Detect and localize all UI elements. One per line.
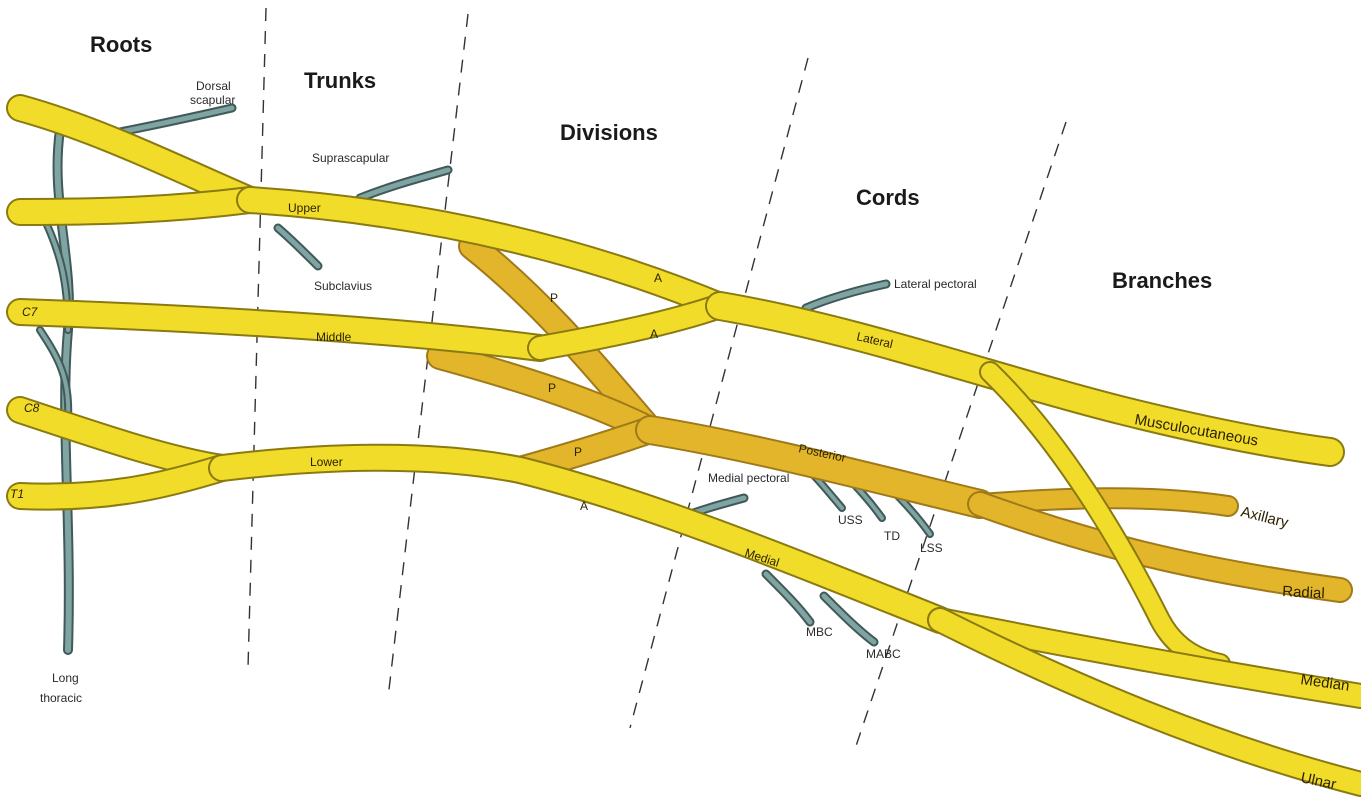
division-lower-anterior: A: [580, 499, 588, 513]
mbc-label: MBC: [806, 625, 833, 639]
trunk-lower-label: Lower: [310, 455, 343, 469]
trunk-middle-label: Middle: [316, 330, 352, 344]
trunk-labels: Upper Middle Lower: [288, 201, 352, 469]
division-labels: A P A P P A: [548, 271, 662, 513]
long-thoracic-label-1: Long: [52, 671, 79, 685]
suprascapular-label: Suprascapular: [312, 151, 389, 165]
section-roots: Roots: [90, 32, 152, 57]
root-t1-label: T1: [10, 487, 24, 501]
root-c8-label: C8: [24, 401, 40, 415]
trunk-upper-label: Upper: [288, 201, 321, 215]
section-divisions: Divisions: [560, 120, 658, 145]
section-cords: Cords: [856, 185, 920, 210]
division-upper-posterior: P: [550, 291, 558, 305]
section-trunks: Trunks: [304, 68, 376, 93]
branch-median-label: Median: [1299, 671, 1350, 695]
dorsal-scapular-label-1: Dorsal: [196, 79, 231, 93]
root-labels: C7 C8 T1: [10, 305, 40, 501]
section-headings: Roots Trunks Divisions Cords Branches: [90, 32, 1212, 293]
divider-roots-trunks: [247, 7, 267, 669]
td-label: TD: [884, 529, 900, 543]
medial-pectoral-label: Medial pectoral: [708, 471, 789, 485]
dorsal-scapular-label-2: scapular: [190, 93, 235, 107]
division-middle-anterior: A: [650, 327, 658, 341]
small-nerve-labels: Dorsal scapular Suprascapular Subclavius…: [40, 79, 977, 705]
branch-radial-label: Radial: [1282, 583, 1325, 602]
posterior-pathways: [426, 232, 1353, 603]
divider-divisions-cords: [629, 57, 809, 729]
long-thoracic-label-2: thoracic: [40, 691, 82, 705]
mabc-label: MABC: [866, 647, 901, 661]
section-dividers: [247, 7, 1067, 747]
division-lower-posterior: P: [574, 445, 582, 459]
subclavius-label: Subclavius: [314, 279, 372, 293]
lateral-pectoral-label: Lateral pectoral: [894, 277, 977, 291]
branch-axillary-label: Axillary: [1239, 503, 1291, 531]
root-c7-label: C7: [22, 305, 39, 319]
divider-cords-branches: [855, 121, 1067, 747]
division-middle-posterior: P: [548, 381, 556, 395]
main-nerves: [6, 94, 1361, 797]
lss-label: LSS: [920, 541, 943, 555]
section-branches: Branches: [1112, 268, 1212, 293]
division-upper-anterior: A: [654, 271, 662, 285]
uss-label: USS: [838, 513, 863, 527]
